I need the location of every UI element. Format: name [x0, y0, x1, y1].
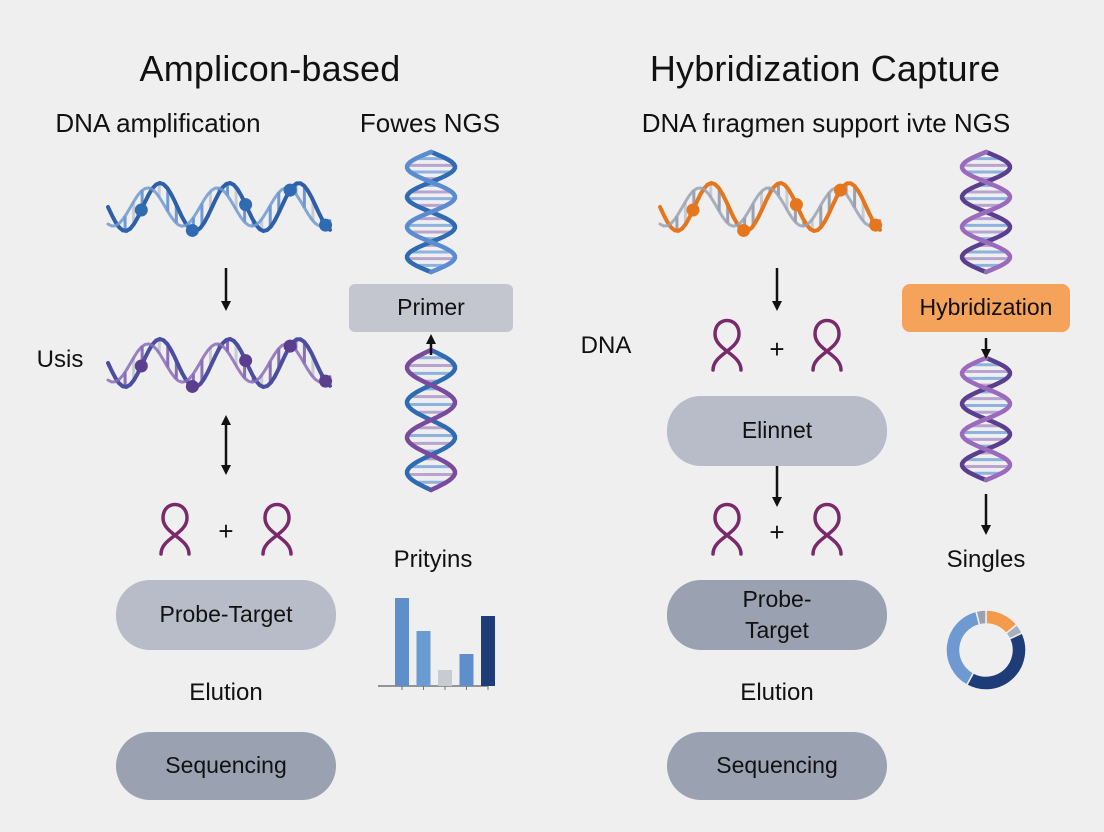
dna-strand-orange	[658, 180, 883, 237]
dna-helix-blue-purple	[404, 347, 458, 493]
bar	[416, 631, 431, 686]
helix-backbone	[404, 347, 458, 493]
bead	[869, 218, 883, 232]
bead	[319, 374, 333, 388]
donut-slice	[965, 631, 1027, 691]
hybridization-box: Hybridization	[902, 284, 1070, 332]
bead	[319, 218, 333, 232]
primer-box: Primer	[349, 284, 513, 332]
prityins-label: Prityins	[393, 546, 473, 573]
dna-helix-purple-bottom	[959, 355, 1013, 483]
probe-loop	[811, 318, 843, 372]
bead	[134, 359, 148, 373]
bead	[686, 203, 700, 217]
dna-strand-purple	[106, 336, 333, 393]
plus-sign-left: +	[218, 516, 234, 546]
probe-loop	[261, 502, 293, 556]
bead	[737, 223, 751, 237]
bar	[459, 654, 474, 686]
dna-amplification-subtitle: DNA amplification	[55, 108, 261, 138]
elution-label-left: Elution	[189, 679, 263, 706]
bar-chart	[378, 598, 495, 690]
probe-loop	[811, 502, 843, 556]
dna-strand-blue	[106, 180, 333, 237]
probe-loop	[159, 502, 191, 556]
plus-sign-right-top: +	[769, 334, 785, 364]
hybridization-title: Hybridization Capture	[649, 48, 1001, 89]
probe-target-box-right: Probe-Target	[667, 580, 887, 650]
helix-backbone	[404, 149, 458, 275]
elinnet-box: Elinnet	[667, 396, 887, 466]
bead	[239, 354, 253, 368]
probe-loop	[711, 318, 743, 372]
helix-backbone	[959, 149, 1013, 275]
singles-label: Singles	[946, 546, 1026, 573]
dna-helix-purple-top	[959, 149, 1013, 275]
bar	[481, 616, 495, 686]
dna-helix-blue	[404, 149, 458, 275]
usis-label: Usis	[36, 346, 84, 373]
bead	[283, 183, 297, 197]
donut-slice	[975, 609, 987, 626]
probe-target-box-left: Probe-Target	[116, 580, 336, 650]
dna-label: DNA	[580, 332, 632, 359]
bar	[395, 598, 409, 686]
plus-sign-right-bottom: +	[769, 517, 785, 547]
helix-backbone	[959, 355, 1013, 483]
fowes-ngs-subtitle: Fowes NGS	[359, 108, 501, 138]
elution-label-right: Elution	[740, 679, 814, 706]
bead	[185, 223, 199, 237]
amplicon-title: Amplicon-based	[139, 48, 401, 89]
bead	[239, 198, 253, 212]
bead	[789, 198, 803, 212]
sequencing-box-right: Sequencing	[667, 732, 887, 800]
sequencing-box-left: Sequencing	[116, 732, 336, 800]
bead	[833, 183, 847, 197]
donut-chart	[945, 609, 1027, 691]
bead	[185, 379, 199, 393]
dna-fragment-subtitle: DNA fıragmen support ivte NGS	[641, 108, 1011, 138]
probe-loop	[711, 502, 743, 556]
bar	[438, 670, 452, 686]
bead	[283, 339, 297, 353]
probe-loops	[159, 318, 843, 556]
bead	[134, 203, 148, 217]
